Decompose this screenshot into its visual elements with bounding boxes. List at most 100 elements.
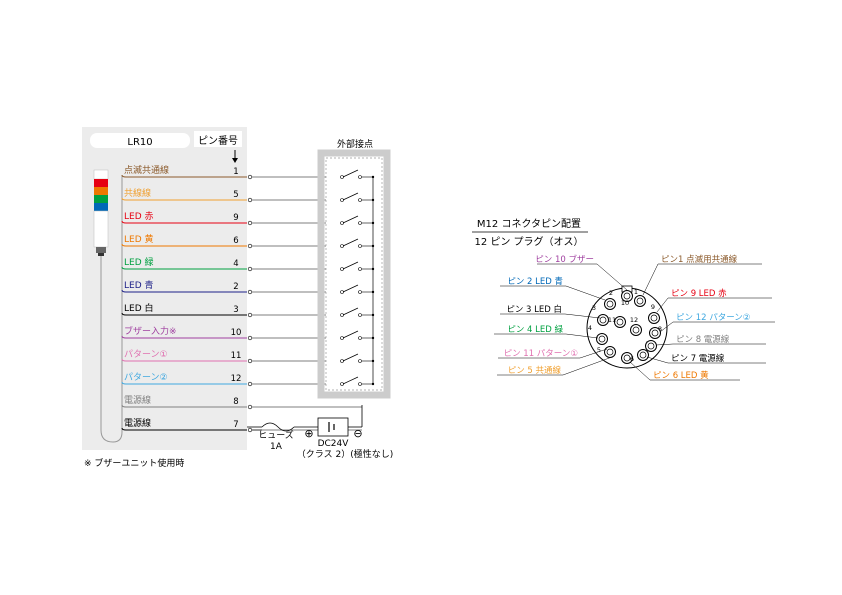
connector-pin: 4 (588, 324, 608, 345)
connector-pin: 1 (634, 288, 646, 307)
wire-pin-number: 6 (233, 236, 238, 246)
connector-pin-label: ピン 4 LED 緑 (507, 324, 563, 335)
tower-segment (94, 187, 108, 195)
wire-line (121, 404, 247, 408)
power-supply-box (317, 417, 349, 437)
wire-pin-number: 3 (233, 305, 238, 315)
connector-pin-label: ピン 7 電源線 (671, 353, 725, 364)
wire-line (121, 174, 247, 178)
wire-line (121, 381, 247, 385)
connector-pin-label: ピン 12 パターン② (676, 313, 750, 323)
wire-row: パターン② 12 (121, 372, 340, 387)
pin-header: ピン番号 (198, 135, 238, 147)
wire-label: 共線線 (124, 187, 151, 199)
leader-line (564, 313, 601, 319)
minus-icon: ⊖ (353, 427, 362, 440)
plus-icon: ⊕ (304, 427, 313, 440)
pin-header-box (194, 131, 242, 147)
wire-line (121, 220, 247, 224)
wire-pin-number: 4 (233, 259, 238, 269)
connector-pin (630, 324, 642, 336)
cable-bundle (100, 175, 123, 443)
fuse-icon (261, 422, 295, 432)
wire-pin-number: 12 (231, 374, 242, 384)
switch-list (252, 169, 375, 431)
contacts-box (317, 149, 391, 399)
pin-number: 11 (608, 316, 616, 324)
wire-line (121, 197, 247, 201)
pin-number: 5 (597, 346, 601, 354)
wire-line (121, 358, 247, 362)
pin-number: 12 (630, 316, 638, 324)
connector-pin-label: ピン 8 電源線 (676, 334, 730, 345)
switch-icon (340, 261, 375, 271)
switch-icon (340, 169, 375, 179)
wire-line (121, 243, 247, 247)
switch-icon (340, 238, 375, 248)
wire-line (121, 266, 247, 270)
signal-tower (93, 169, 109, 256)
switch-icon (340, 330, 375, 340)
connector-pin-label: ピン 10 ブザー (535, 254, 594, 265)
wire-pin-number: 1 (233, 167, 238, 177)
connector-labels: ピン 10 ブザーピン1 点滅用共通線ピン 2 LED 青ピン 9 LED 赤ピ… (504, 254, 751, 381)
wire-row: ブザー入力※10 (121, 325, 340, 341)
wire-line (121, 312, 247, 316)
connector-pin-label: ピン 9 LED 赤 (671, 289, 727, 299)
leader-line (596, 263, 628, 291)
connector-pin: 8 (645, 325, 662, 352)
leader-line (655, 343, 674, 346)
leader-line (642, 263, 659, 296)
wire-pin-number: 2 (233, 282, 238, 292)
pin-header-arrow-icon (232, 150, 238, 163)
wire-row: 共線線 5 (121, 187, 340, 203)
model-label-box (90, 133, 190, 148)
wire-line (121, 427, 247, 431)
connector-subtitle: 12 ピン プラグ（オス） (474, 235, 583, 248)
terminal-icon (247, 358, 253, 364)
leader-line (629, 361, 651, 381)
connector-pin: 2 (604, 289, 616, 310)
wire-label: 電源線 (124, 394, 151, 406)
terminal-icon (247, 174, 253, 180)
connector-pin-label: ピン 6 LED 黄 (653, 370, 709, 381)
pin-number: 8 (658, 325, 662, 333)
wire-line (121, 289, 247, 293)
leader-line (579, 348, 608, 359)
leader-line (646, 356, 669, 364)
pin-list: 123456789101112 (588, 288, 662, 364)
wire-label: パターン① (124, 349, 168, 360)
connector-pin: 10 (621, 290, 633, 307)
pin-number: 4 (588, 324, 592, 332)
pin-number: 6 (630, 355, 634, 363)
supply-voltage: DC24V (318, 439, 350, 449)
terminal-icon (247, 404, 253, 410)
terminal-icon (247, 243, 253, 249)
model-label: LR10 (127, 137, 152, 148)
connector-pin: 5 (597, 346, 616, 358)
pin-number: 10 (621, 299, 629, 307)
wire-label: パターン② (124, 372, 168, 383)
lr10-panel (82, 127, 247, 450)
wire-pin-number: 5 (233, 190, 238, 200)
pin-number: 2 (609, 289, 613, 297)
connector-pin: 6 (621, 352, 634, 364)
contacts-title: 外部接点 (337, 138, 373, 150)
connector-title: M12 コネクタピン配置 (477, 218, 581, 230)
connector-pin-label: ピン 3 LED 白 (506, 304, 562, 315)
connector-pin-label: ピン 2 LED 青 (507, 276, 563, 287)
switch-icon (340, 215, 375, 225)
terminal-icon (247, 335, 253, 341)
wire-pin-number: 7 (233, 420, 238, 430)
switch-icon (340, 353, 375, 363)
